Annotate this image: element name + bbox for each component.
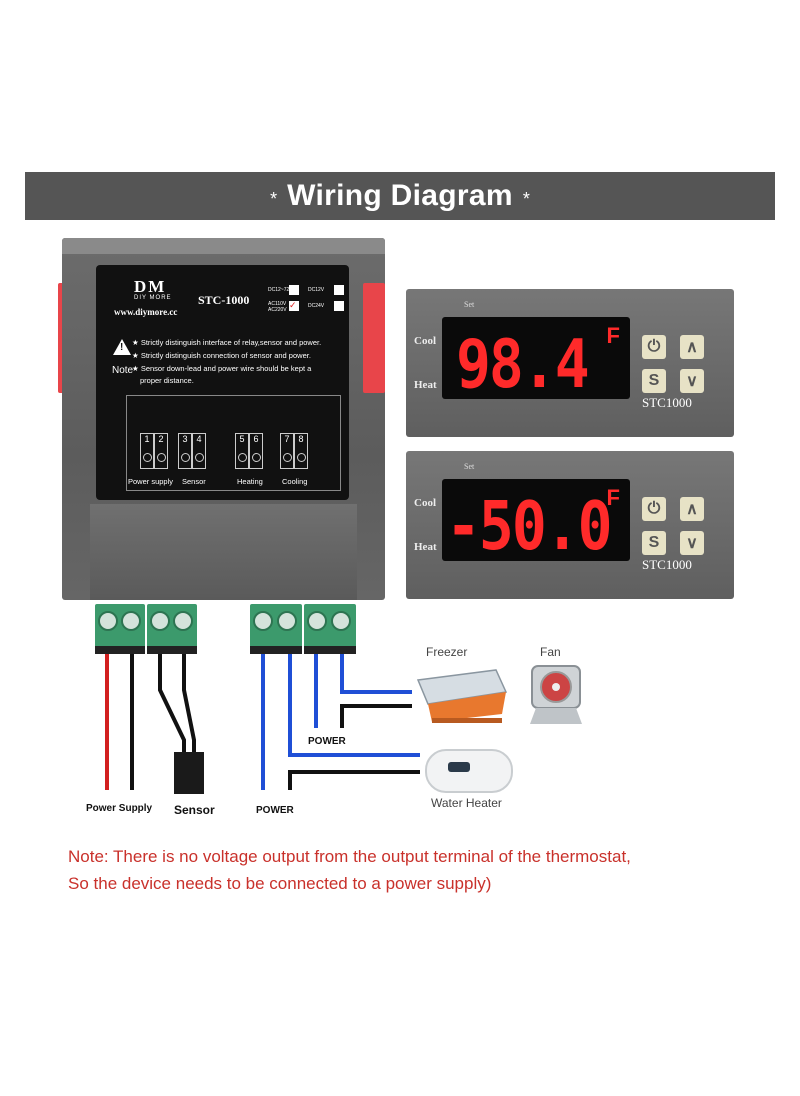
voltage-option: DC12~72V bbox=[268, 287, 293, 293]
voltage-option: AC110V AC220V bbox=[268, 301, 287, 313]
note-line: ★ Strictly distinguish interface of rela… bbox=[132, 338, 322, 347]
terminal-4: 4 bbox=[192, 433, 206, 469]
voltage-checkbox bbox=[289, 285, 299, 295]
footer-note-line: Note: There is no voltage output from th… bbox=[68, 847, 631, 866]
heating-wire-black bbox=[288, 770, 420, 790]
voltage-checkbox bbox=[334, 301, 344, 311]
sensor-probe bbox=[174, 752, 204, 794]
terminal-group-label: Cooling bbox=[282, 477, 308, 486]
fan-icon bbox=[530, 665, 582, 724]
power-button[interactable]: ⏻ bbox=[642, 497, 666, 521]
set-label: Set bbox=[464, 462, 475, 471]
display-unit: Set Cool Heat 98.4 F ⏻ ∧ S ∨ STC1000 bbox=[406, 289, 734, 437]
temperature-readout: 98.4 bbox=[456, 325, 590, 404]
cool-label: Cool bbox=[414, 335, 436, 347]
water-heater-icon bbox=[425, 749, 513, 793]
display-brand: STC1000 bbox=[642, 557, 692, 572]
controller-top-edge bbox=[62, 238, 385, 254]
heat-label: Heat bbox=[414, 379, 437, 391]
fan-label: Fan bbox=[540, 645, 561, 659]
power-supply-label: Power Supply bbox=[86, 803, 153, 814]
up-button[interactable]: ∧ bbox=[680, 497, 704, 521]
cooling-wire-black bbox=[340, 704, 412, 728]
terminal-5: 5 bbox=[235, 433, 249, 469]
set-button[interactable]: S bbox=[642, 531, 666, 555]
brand-logo-subtitle: DIY MORE bbox=[134, 295, 172, 301]
terminal-block-cooling bbox=[304, 604, 356, 654]
voltage-option: DC12V bbox=[308, 287, 325, 293]
terminal-1: 1 bbox=[140, 433, 154, 469]
power-label: POWER bbox=[256, 805, 294, 816]
set-button[interactable]: S bbox=[642, 369, 666, 393]
terminal-block-power bbox=[95, 604, 145, 654]
terminal-group-label: Power supply bbox=[128, 477, 174, 486]
cooling-wire-blue bbox=[340, 650, 412, 694]
set-label: Set bbox=[464, 300, 475, 309]
footer-note: Note: There is no voltage output from th… bbox=[68, 843, 768, 897]
voltage-option: DC24V bbox=[308, 303, 325, 309]
terminal-8: 8 bbox=[294, 433, 308, 469]
temperature-unit: F bbox=[606, 323, 620, 348]
note-line: ★ Strictly distinguish connection of sen… bbox=[132, 351, 311, 360]
terminal-group-label: Sensor bbox=[182, 477, 206, 486]
temperature-screen: -50.0 F bbox=[442, 479, 630, 565]
freezer-label: Freezer bbox=[426, 645, 468, 659]
freezer-icon bbox=[416, 669, 508, 723]
brand-logo: DM bbox=[134, 277, 167, 296]
power-button[interactable]: ⏻ bbox=[642, 335, 666, 359]
mounting-clip-right bbox=[363, 283, 385, 393]
down-button[interactable]: ∨ bbox=[680, 369, 704, 393]
controller-label-panel: DM DIY MORE STC-1000 www.diymore.cc DC12… bbox=[96, 265, 349, 500]
temperature-screen: 98.4 F bbox=[442, 317, 630, 403]
up-button[interactable]: ∧ bbox=[680, 335, 704, 359]
terminal-schematic bbox=[126, 395, 341, 491]
banner-title: Wiring Diagram bbox=[287, 179, 513, 212]
terminal-7: 7 bbox=[280, 433, 294, 469]
star-icon: * bbox=[270, 188, 278, 209]
terminal-3: 3 bbox=[178, 433, 192, 469]
cool-label: Cool bbox=[414, 497, 436, 509]
terminal-block-sensor bbox=[147, 604, 197, 654]
controller-lower-body bbox=[90, 504, 357, 600]
heat-label: Heat bbox=[414, 541, 437, 553]
title-banner: * Wiring Diagram * bbox=[25, 172, 775, 220]
model-number: STC-1000 bbox=[198, 293, 250, 307]
note-line: proper distance. bbox=[140, 376, 194, 385]
power-label: POWER bbox=[308, 736, 346, 747]
website-text: www.diymore.cc bbox=[114, 307, 178, 317]
temperature-unit: F bbox=[606, 485, 620, 510]
terminal-block-heating bbox=[250, 604, 302, 654]
terminal-6: 6 bbox=[249, 433, 263, 469]
temperature-readout: -50.0 bbox=[446, 487, 613, 566]
note-line: ★ Sensor down-lead and power wire should… bbox=[132, 364, 312, 373]
note-label: Note bbox=[112, 365, 134, 376]
warning-icon: ! bbox=[113, 339, 131, 355]
display-unit: Set Cool Heat -50.0 F ⏻ ∧ S ∨ STC1000 bbox=[406, 451, 734, 599]
terminal-2: 2 bbox=[154, 433, 168, 469]
down-button[interactable]: ∨ bbox=[680, 531, 704, 555]
checkmark-icon: ✓ bbox=[289, 301, 299, 311]
footer-note-line: So the device needs to be connected to a… bbox=[68, 874, 492, 893]
heating-wire-blue bbox=[288, 650, 420, 757]
display-brand: STC1000 bbox=[642, 395, 692, 410]
terminal-group-label: Heating bbox=[237, 477, 263, 486]
star-icon: * bbox=[522, 188, 530, 209]
water-heater-label: Water Heater bbox=[431, 796, 502, 810]
sensor-label: Sensor bbox=[174, 803, 215, 817]
voltage-checkbox bbox=[334, 285, 344, 295]
